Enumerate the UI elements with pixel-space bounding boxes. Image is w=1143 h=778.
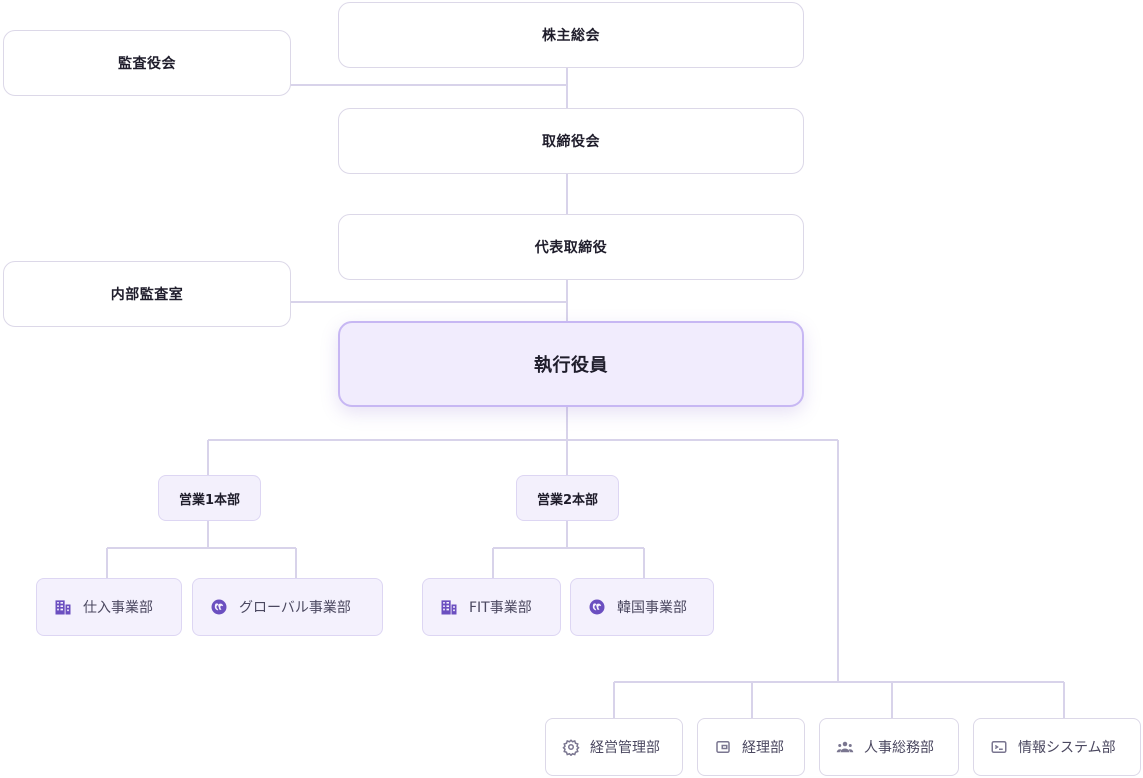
node-label: 取締役会 [542, 134, 600, 150]
node-label: 情報システム部 [1018, 740, 1116, 756]
node-label: 内部監査室 [110, 287, 184, 303]
gear-icon [562, 738, 580, 756]
node-board: 取締役会 [338, 108, 804, 174]
node-division: 韓国事業部 [570, 578, 714, 636]
node-internal-audit: 内部監査室 [3, 261, 291, 327]
node-label: 営業2本部 [536, 492, 599, 508]
globe-icon [209, 597, 229, 617]
node-division: FIT事業部 [422, 578, 561, 636]
globe-icon [587, 597, 607, 617]
node-department: 情報システム部 [973, 718, 1141, 776]
node-sales-1: 営業1本部 [158, 475, 261, 521]
node-auditor: 監査役会 [3, 30, 291, 96]
node-label: FIT事業部 [469, 600, 532, 616]
node-label: 監査役会 [118, 56, 176, 72]
node-label: グローバル事業部 [239, 600, 351, 616]
wallet-icon [714, 738, 732, 756]
node-division: 仕入事業部 [36, 578, 182, 636]
node-ceo: 代表取締役 [338, 214, 804, 280]
node-shareholders-meeting: 株主総会 [338, 2, 804, 68]
node-sales-2: 営業2本部 [516, 475, 619, 521]
node-label: 営業1本部 [178, 492, 241, 508]
node-label: 代表取締役 [534, 240, 608, 256]
people-icon [836, 738, 854, 756]
node-label: 株主総会 [542, 28, 600, 44]
node-division: グローバル事業部 [192, 578, 383, 636]
node-label: 執行役員 [534, 355, 608, 376]
node-label: 仕入事業部 [83, 600, 153, 616]
node-label: 韓国事業部 [617, 600, 687, 616]
node-label: 経理部 [742, 740, 784, 756]
node-executive-officers: 執行役員 [338, 321, 804, 407]
terminal-icon [990, 738, 1008, 756]
node-department: 人事総務部 [819, 718, 959, 776]
building-icon [53, 597, 73, 617]
node-label: 人事総務部 [864, 740, 934, 756]
node-department: 経理部 [697, 718, 805, 776]
node-department: 経営管理部 [545, 718, 683, 776]
building-icon [439, 597, 459, 617]
node-label: 経営管理部 [590, 740, 660, 756]
